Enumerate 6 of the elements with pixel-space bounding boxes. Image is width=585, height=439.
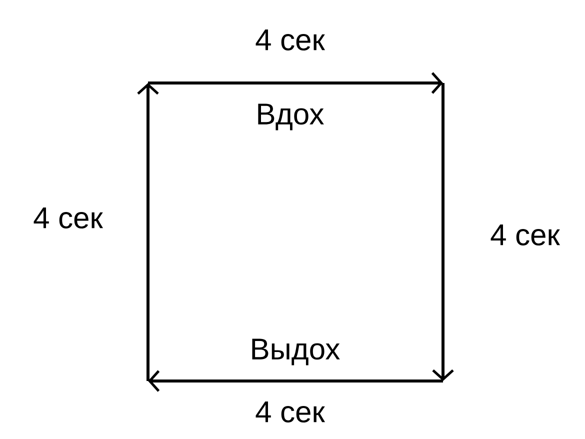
- label: Вдох: [258, 104, 324, 130]
- label: 4 сек: [256, 30, 326, 50]
- label: 4 сек: [490, 224, 560, 246]
- label: 4 сек: [256, 402, 326, 422]
- label: Выдох: [252, 338, 340, 366]
- label: 4 сек: [34, 208, 104, 228]
